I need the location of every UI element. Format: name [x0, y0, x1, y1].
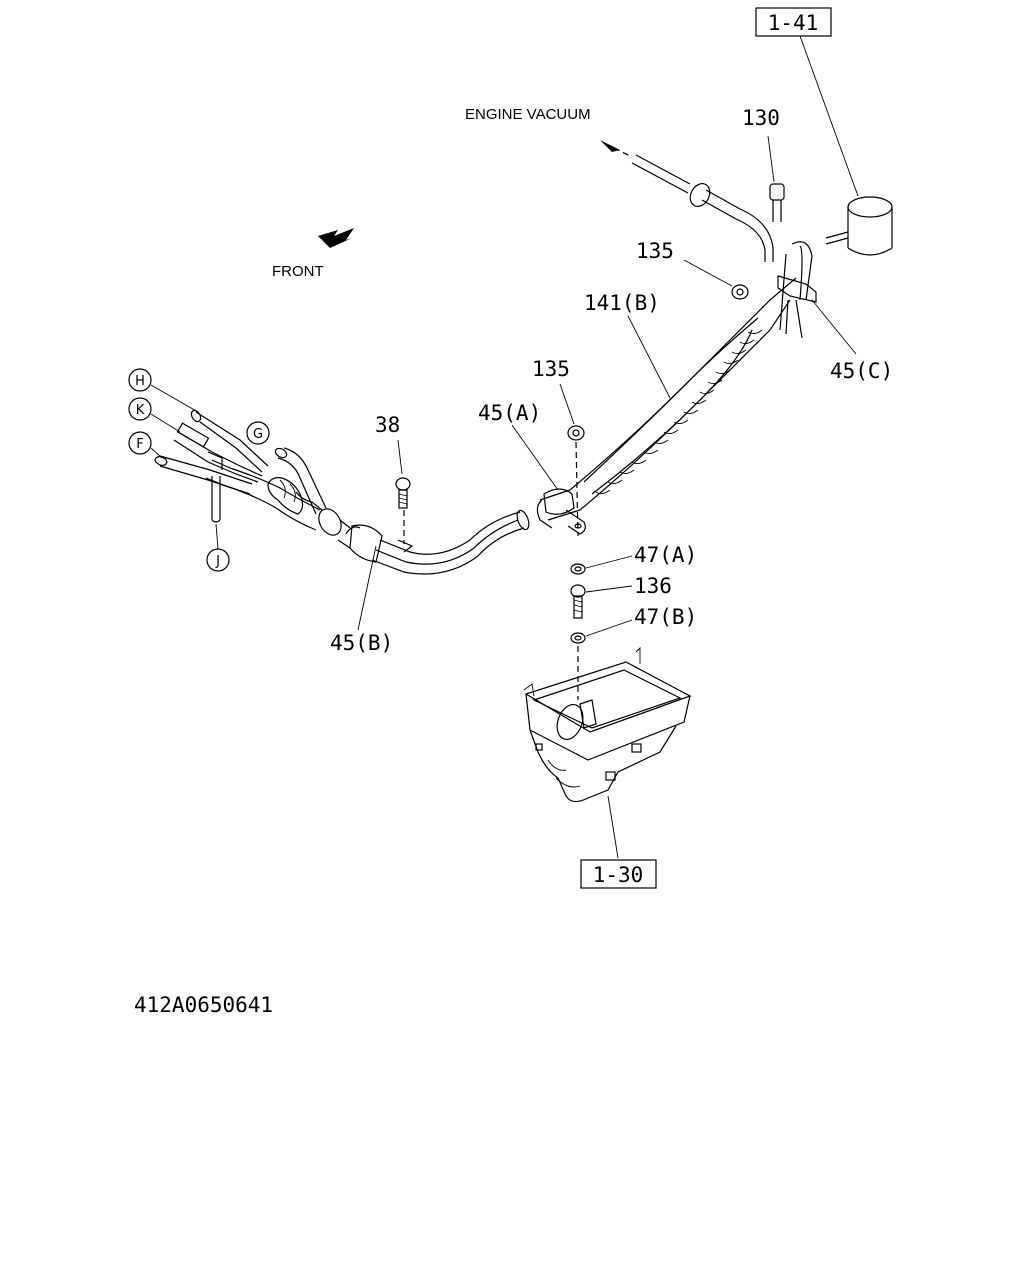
part-label-141b: 141(B): [584, 291, 660, 315]
callout-circle-f[interactable]: F: [128, 431, 152, 455]
leader-45c: [811, 299, 857, 355]
leader-130: [767, 135, 775, 183]
left-branch-hoses: [154, 409, 327, 523]
nut-135-top: [731, 284, 749, 300]
bolt-136: [570, 584, 586, 619]
bolt-38: [395, 477, 411, 509]
part-label-135-top: 135: [636, 239, 674, 263]
svg-text:J: J: [215, 554, 220, 569]
washer-47b: [570, 632, 586, 644]
svg-text:K: K: [136, 403, 145, 418]
leader-136: [585, 585, 633, 593]
fuel-tank: [523, 646, 692, 803]
engine-vacuum-label: ENGINE VACUUM: [465, 106, 591, 123]
part-label-38: 38: [375, 413, 400, 437]
part-label-130: 130: [742, 106, 780, 130]
svg-text:1-30: 1-30: [593, 863, 644, 887]
callout-circle-g[interactable]: G: [246, 421, 270, 445]
clip-45c: [777, 241, 817, 339]
part-130-cap: [769, 183, 785, 222]
part-label-47b: 47(B): [634, 605, 697, 629]
leader-135-mid: [559, 383, 575, 425]
callout-circle-k[interactable]: K: [128, 397, 152, 421]
part-label-47a: 47(A): [634, 543, 697, 567]
washer-47a: [570, 563, 586, 575]
engine-vacuum-hose: [600, 140, 774, 262]
clip-45a: [536, 488, 586, 535]
nut-135-mid: [567, 425, 585, 441]
svg-text:G: G: [253, 427, 263, 442]
callout-circle-h[interactable]: H: [128, 368, 152, 392]
leader-47b: [585, 619, 633, 637]
part-label-135-mid: 135: [532, 357, 570, 381]
part-label-136: 136: [634, 574, 672, 598]
leader-47a: [585, 555, 633, 569]
part-label-45c: 45(C): [830, 359, 893, 383]
callout-circle-j[interactable]: J: [206, 548, 230, 572]
leader-141b: [627, 315, 671, 399]
leader-1-41: [799, 35, 859, 197]
fuel-hose-bundle: [205, 277, 797, 575]
canister: [825, 196, 893, 256]
leader-135-top: [683, 259, 733, 287]
ref-box-1-41[interactable]: 1-41: [755, 7, 832, 37]
part-label-45b: 45(B): [330, 631, 393, 655]
leader-45b: [357, 545, 377, 631]
leader-45a: [511, 424, 559, 491]
front-label: FRONT: [272, 263, 324, 280]
leader-38: [397, 439, 403, 475]
front-arrow-icon: [318, 228, 354, 248]
svg-text:H: H: [135, 374, 145, 389]
svg-text:F: F: [136, 437, 143, 452]
ref-box-1-30[interactable]: 1-30: [580, 859, 657, 889]
svg-text:1-41: 1-41: [768, 11, 819, 35]
part-label-45a: 45(A): [478, 401, 541, 425]
drawing-number: 412A0650641: [134, 993, 273, 1017]
leader-1-30: [607, 795, 619, 859]
